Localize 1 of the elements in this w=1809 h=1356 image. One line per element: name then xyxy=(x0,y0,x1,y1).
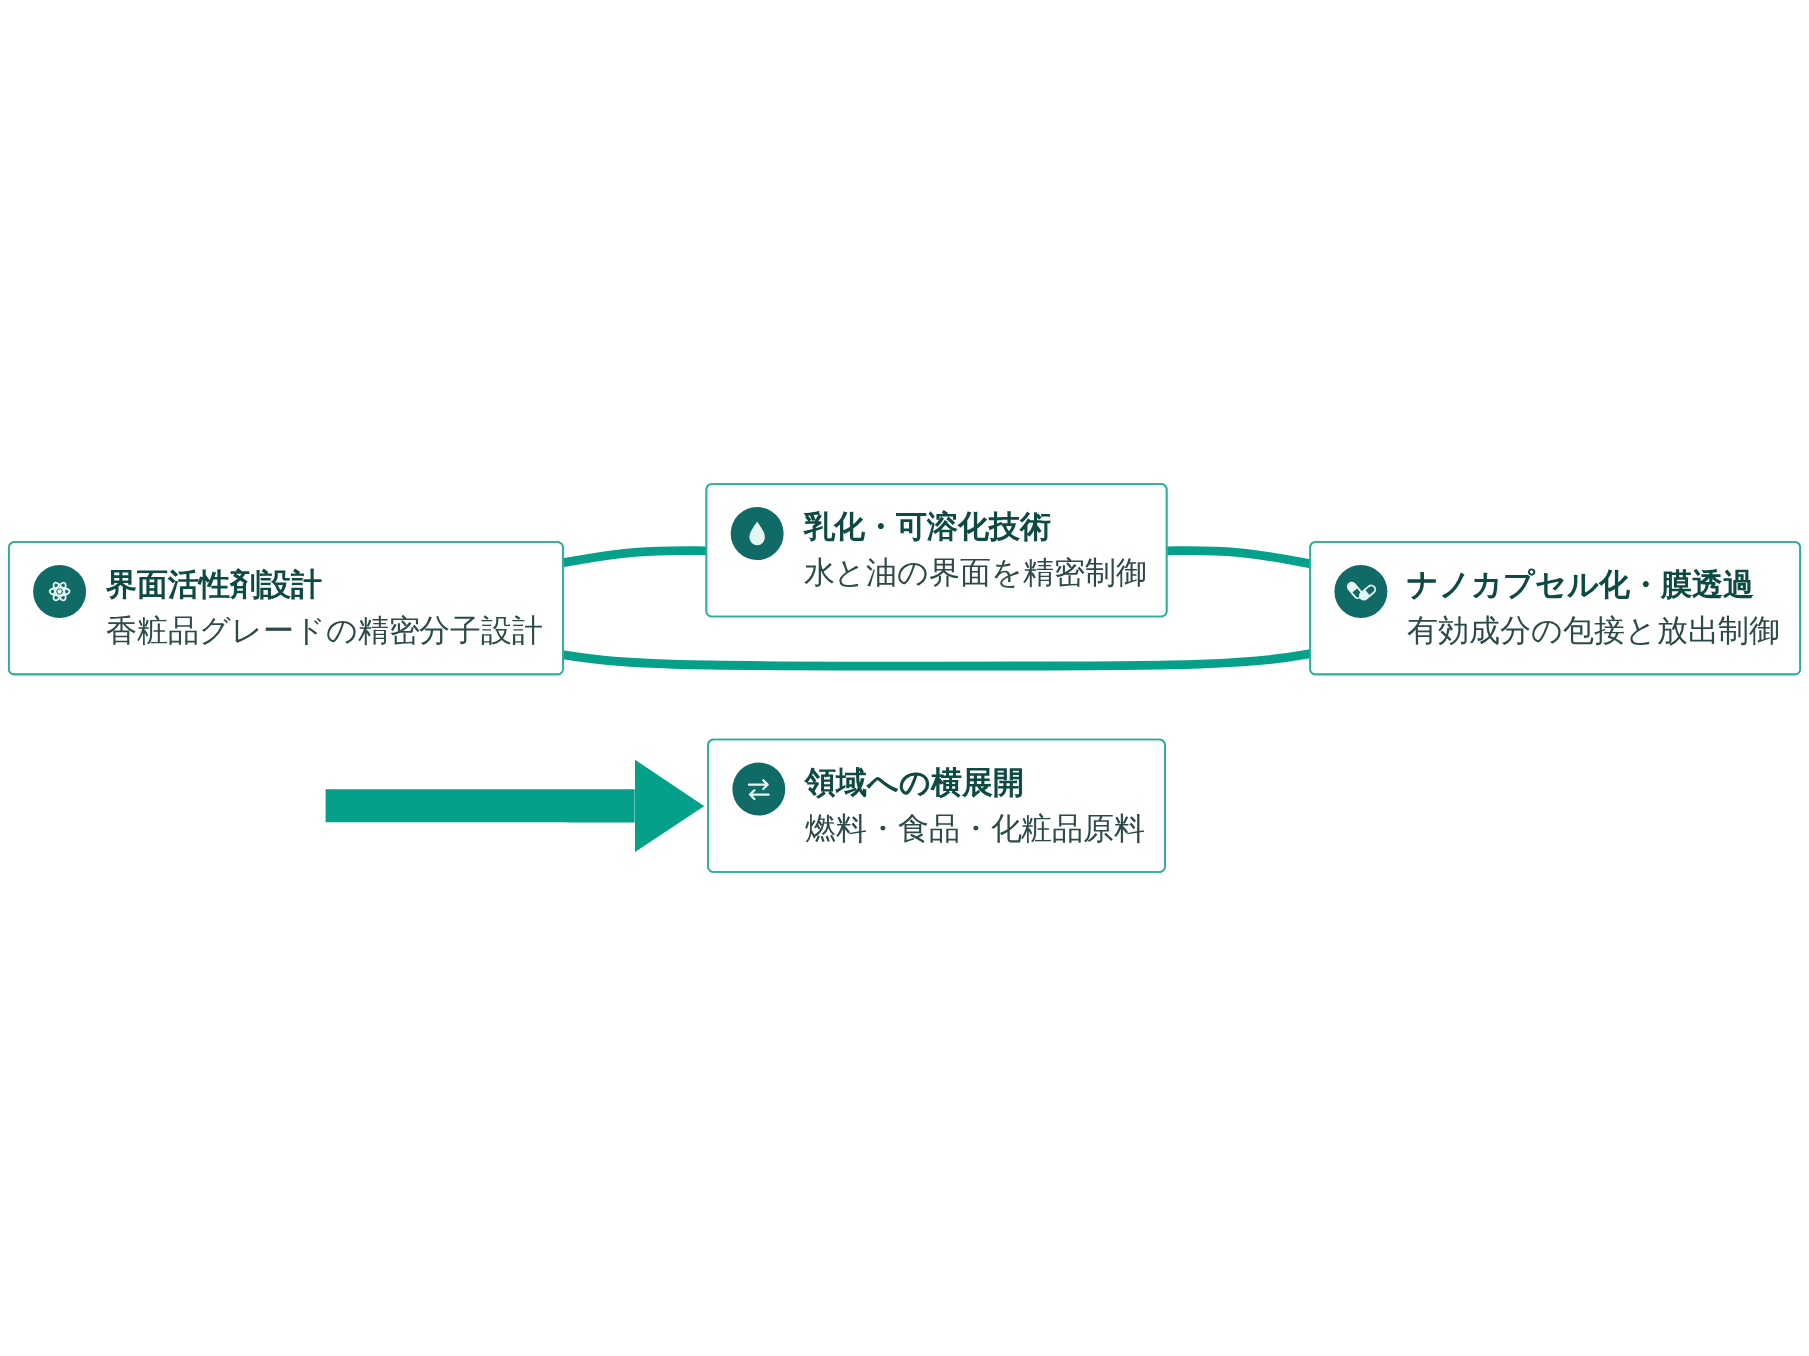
connector xyxy=(562,546,707,568)
